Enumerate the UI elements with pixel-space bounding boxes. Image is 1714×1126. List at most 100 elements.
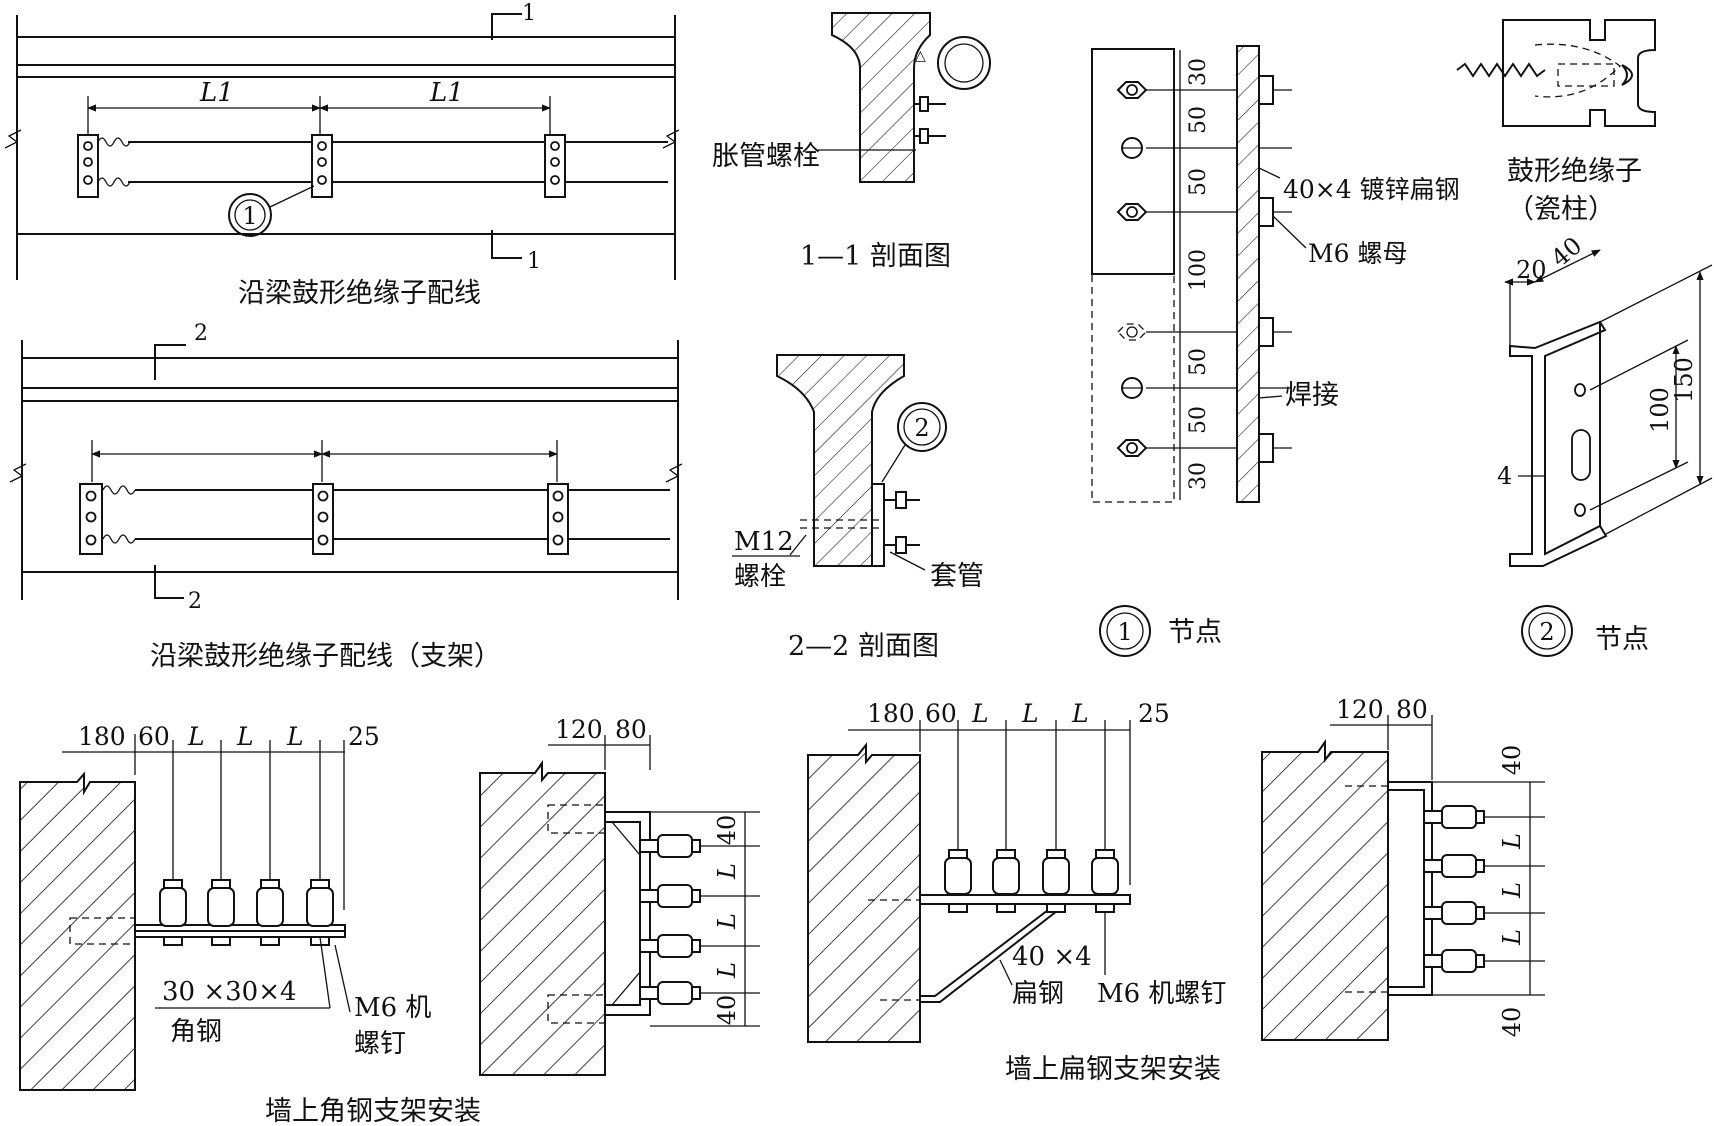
bolt-label-2-2-line1: M12 [734, 527, 794, 557]
dim-side-v: L [1498, 882, 1526, 899]
dim-top: L [187, 722, 205, 751]
span-label-right: L1 [429, 78, 464, 108]
insulator-plate [311, 134, 333, 198]
node-1-dim: 100 [1186, 249, 1211, 291]
node-2-dim-b: 40 [1546, 232, 1587, 273]
dim-top: L [1071, 699, 1089, 728]
panel-section-2-2: 2 M12 螺栓 套管 2—2 剖面图 [732, 354, 984, 662]
screw-label: M6 机 [354, 993, 431, 1023]
dim-side-v: 40 [1498, 1007, 1526, 1038]
dim-top: 180 [867, 699, 915, 728]
dim-side-v: L [1498, 929, 1526, 946]
insulator-pin [159, 879, 187, 946]
insulator-title: 鼓形绝缘子 [1507, 156, 1642, 187]
insulator-pin-horizontal [639, 884, 701, 908]
section-mark-2-bottom: 2 [188, 589, 202, 614]
insulator-plate [544, 134, 566, 198]
dim-side-v: L [713, 962, 741, 979]
panel-wall-flat-side: 120 80 40 L L L 40 [1261, 695, 1545, 1041]
insulator-pin [256, 879, 284, 946]
node-1-dim: 30 [1186, 58, 1211, 86]
dim-top: 60 [138, 722, 170, 751]
node-1-dim: 50 [1186, 406, 1211, 434]
bracket-channel [800, 483, 920, 567]
screw-label-line2: 螺钉 [354, 1029, 406, 1059]
panel-beam-wiring: 1 1 L1 L1 1 沿梁鼓形绝缘 [4, 1, 680, 309]
node-1-dim: 30 [1186, 462, 1211, 490]
panel-section-1-1: △ 胀管螺栓 1—1 剖面图 [712, 12, 991, 272]
angle-label: 30 ×30×4 [162, 977, 297, 1007]
caption-section-1-1: 1—1 剖面图 [800, 241, 951, 272]
section-mark-1-bottom: 1 [527, 249, 541, 274]
node-1-dim: 50 [1186, 106, 1211, 134]
node-2-dim-inner: 100 [1646, 387, 1674, 433]
panel-wall-angle-bracket: 180 60 L L L 25 30 ×30×4 角钢 M6 [19, 722, 481, 1126]
bolt-label-2-2-line2: 螺栓 [734, 562, 786, 592]
caption-wall-flat-bracket: 墙上扁钢支架安装 [1005, 1054, 1221, 1085]
node-1-number: 1 [1117, 618, 1132, 646]
insulator-pin [306, 879, 334, 946]
span-label-left: L1 [199, 78, 234, 108]
hex-nut [1116, 203, 1148, 221]
sleeve-label: 套管 [930, 561, 984, 592]
insulator-plate [77, 134, 99, 198]
insulator-pin [944, 849, 972, 913]
bolt-label-1-1: 胀管螺栓 [712, 141, 820, 172]
panel-node-2: 20 40 100 150 4 2 节点 [1497, 232, 1713, 657]
node-1-dim: 50 [1186, 348, 1211, 376]
flat-label-material: 扁钢 [1012, 979, 1064, 1009]
insulator-pin-horizontal [1423, 949, 1485, 973]
strip-bolt [1258, 75, 1274, 463]
node-2-dim-outer: 150 [1670, 357, 1698, 403]
node-1-marker: 1 [242, 202, 257, 230]
dim-top: 180 [78, 722, 126, 751]
dim-top: 25 [1138, 699, 1170, 728]
dim-side-top: 120 [555, 715, 603, 744]
section-mark-2-top: 2 [194, 321, 208, 346]
dim-top: 60 [925, 699, 957, 728]
insulator-pin-horizontal [1423, 805, 1485, 829]
insulator-pin-horizontal [639, 981, 701, 1005]
dim-top: L [236, 722, 254, 751]
dim-top: L [1021, 699, 1039, 728]
caption-node-1: 节点 [1168, 617, 1222, 648]
node-2-dim-a: 20 [1516, 256, 1547, 284]
panel-node-1: 30 50 50 100 50 50 30 40×4 镀锌扁钢 M6 螺母 焊接… [1091, 45, 1460, 657]
node-2-number: 2 [1539, 618, 1554, 646]
screw-label-flat: M6 机螺钉 [1097, 979, 1226, 1009]
caption-node-2: 节点 [1595, 624, 1649, 655]
angle-label-material: 角钢 [170, 1017, 222, 1047]
expansion-bolt [914, 96, 946, 144]
insulator-pin-horizontal [1423, 901, 1485, 925]
caption-wall-angle-bracket: 墙上角钢支架安装 [265, 1096, 481, 1126]
section-mark-1-top: 1 [522, 1, 536, 26]
panel-drum-insulator: 鼓形绝缘子 （瓷柱） [1456, 19, 1656, 225]
flat-label: 40 ×4 [1012, 942, 1092, 972]
dim-top: L [286, 722, 304, 751]
insulator-pin [1091, 849, 1119, 913]
panel-wall-flat-bracket: 180 60 L L L 25 40 ×4 扁钢 M6 机螺 [807, 699, 1226, 1085]
panel-wall-angle-side: 120 80 40 L L L 40 [479, 715, 760, 1076]
insulator-plate [79, 483, 103, 555]
nut-label: M6 螺母 [1308, 239, 1407, 268]
node-1-dim: 50 [1186, 168, 1211, 196]
insulator-plate [547, 483, 569, 555]
dim-side-v: 40 [713, 815, 741, 846]
caption-beam-wiring: 沿梁鼓形绝缘子配线 [238, 278, 481, 309]
screw-head [1121, 137, 1143, 159]
dim-top: L [971, 699, 989, 728]
caption-beam-wiring-bracket: 沿梁鼓形绝缘子配线（支架） [150, 641, 501, 672]
dim-side-v: 40 [1498, 745, 1526, 776]
hex-nut [1117, 323, 1147, 341]
dim-side-top: 80 [1396, 695, 1428, 724]
insulator-pin [1042, 849, 1070, 913]
panel-beam-wiring-bracket: 2 2 沿梁鼓形绝缘子配线（支架） [9, 321, 683, 672]
caption-section-2-2: 2—2 剖面图 [788, 631, 939, 662]
dim-side-top: 80 [615, 715, 647, 744]
insulator-subtitle: （瓷柱） [1507, 194, 1615, 225]
dim-side-v: L [1498, 833, 1526, 850]
flat-steel-label: 40×4 镀锌扁钢 [1283, 175, 1460, 204]
dim-top: 25 [348, 722, 380, 751]
weld-label: 焊接 [1285, 380, 1339, 411]
